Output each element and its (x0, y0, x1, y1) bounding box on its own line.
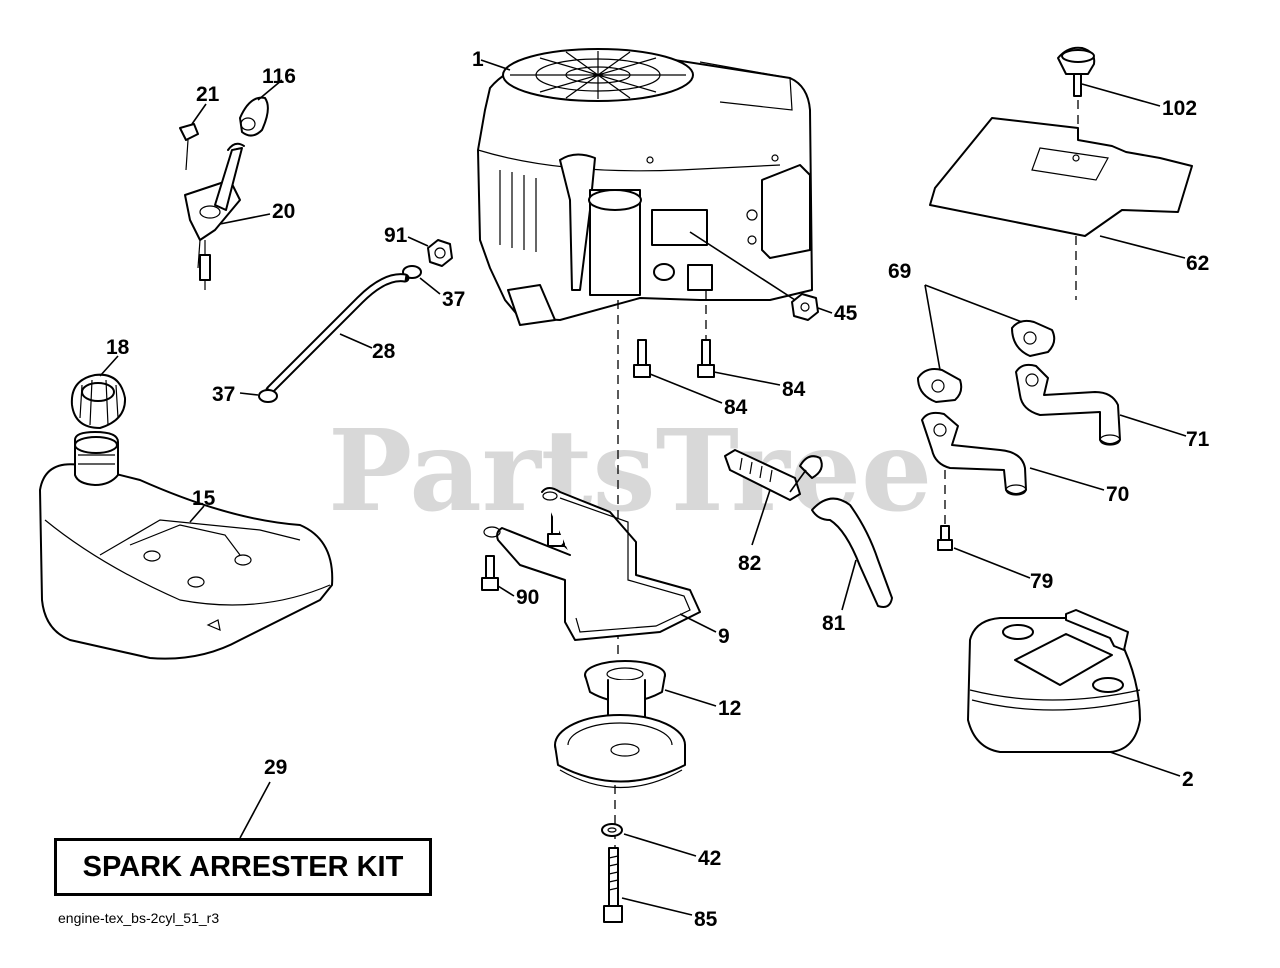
callout-37b: 37 (212, 383, 235, 406)
callout-37a: 37 (442, 288, 465, 311)
exhaust-pipe-left-part[interactable] (921, 411, 1027, 496)
callout-82: 82 (738, 552, 761, 575)
callout-42: 42 (698, 847, 721, 870)
callout-20: 20 (272, 200, 295, 223)
callout-15: 15 (192, 487, 216, 510)
bolt-84a-part[interactable] (633, 339, 651, 378)
callout-70: 70 (1106, 483, 1129, 506)
callout-102: 102 (1162, 97, 1197, 120)
fuel-nut-part[interactable] (427, 239, 453, 267)
throttle-bolt-part[interactable] (179, 123, 199, 171)
callout-2: 2 (1182, 768, 1194, 791)
hose-81-part[interactable] (811, 497, 893, 608)
fuel-cap-part[interactable] (70, 373, 127, 429)
throttle-knob-part[interactable] (239, 96, 269, 137)
exhaust-gasket-part[interactable] (917, 319, 1056, 403)
callout-90b: 90 (516, 586, 539, 609)
fuel-hose-part[interactable] (265, 273, 410, 395)
callout-62: 62 (1186, 252, 1209, 275)
nut-45-part[interactable] (791, 293, 819, 321)
pulley-12-part[interactable] (554, 660, 686, 789)
callout-1: 1 (472, 48, 484, 71)
callout-116: 116 (262, 65, 296, 88)
throttle-control-part[interactable] (184, 142, 245, 290)
callout-79: 79 (1030, 570, 1053, 593)
fuel-tank-part[interactable] (39, 431, 334, 660)
bolt-79-part[interactable] (937, 525, 953, 551)
callout-21: 21 (196, 83, 220, 106)
spark-arrester-kit-box[interactable]: SPARK ARRESTER KIT (54, 838, 432, 896)
callout-85: 85 (694, 908, 718, 931)
washer-42-part[interactable] (601, 823, 623, 837)
callout-81: 81 (822, 612, 846, 635)
callout-12: 12 (718, 697, 741, 720)
fuel-filter-part[interactable] (724, 449, 823, 501)
heat-shield-part[interactable] (929, 117, 1193, 237)
callout-9: 9 (718, 625, 730, 648)
callout-29: 29 (264, 756, 287, 779)
bolt-90b-part[interactable] (481, 555, 499, 591)
callout-71: 71 (1186, 428, 1210, 451)
callout-84a: 84 (724, 396, 748, 419)
callout-69: 69 (888, 260, 911, 283)
callout-84b: 84 (782, 378, 806, 401)
callout-18: 18 (106, 336, 130, 359)
drawing-id: engine-tex_bs-2cyl_51_r3 (58, 910, 220, 926)
hose-clamp-lower-part[interactable] (258, 389, 278, 403)
engine-part[interactable] (477, 48, 813, 326)
bolt-85-part[interactable] (603, 847, 623, 923)
bracket-9-part[interactable] (483, 487, 701, 641)
muffler-part[interactable] (967, 609, 1141, 753)
bolt-84b-part[interactable] (697, 339, 715, 378)
callout-45: 45 (834, 302, 858, 325)
knob-102-part[interactable] (1057, 46, 1096, 97)
callout-91: 91 (384, 224, 408, 247)
callout-28: 28 (372, 340, 396, 363)
exhaust-pipe-right-part[interactable] (1015, 363, 1121, 446)
